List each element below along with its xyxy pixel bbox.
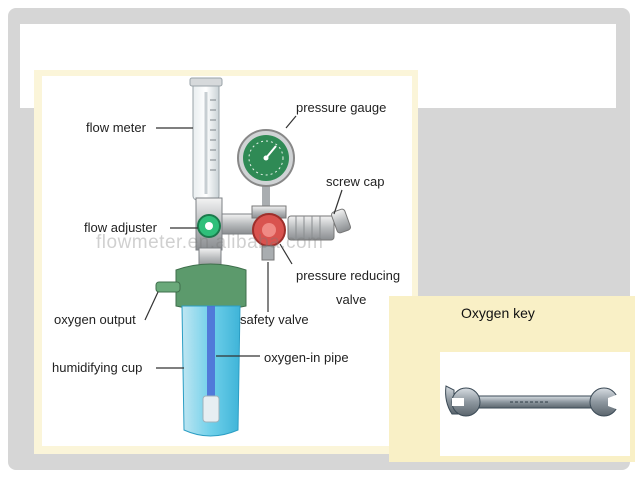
label-oxygen-in-pipe: oxygen-in pipe bbox=[264, 350, 349, 365]
safety-valve bbox=[261, 245, 275, 261]
regulator-diagram-panel bbox=[34, 70, 418, 454]
label-pressure-gauge: pressure gauge bbox=[296, 100, 387, 115]
humidifier-collar bbox=[175, 263, 247, 311]
label-flow-adjuster: flow adjuster bbox=[84, 220, 157, 235]
oxygen-key-image-area bbox=[440, 352, 630, 456]
label-pressure-reducing: pressure reducing bbox=[296, 268, 401, 283]
wrench-icon bbox=[445, 385, 624, 417]
label-screw-cap: screw cap bbox=[326, 174, 385, 189]
oxygen-in-pipe bbox=[207, 306, 215, 402]
label-oxygen-output: oxygen output bbox=[54, 312, 136, 327]
label-humidifying-cup: humidifying cup bbox=[52, 360, 143, 375]
watermark-text: flowmeter.en.alibaba.com bbox=[96, 232, 324, 253]
oxygen-key-panel: Oxygen key bbox=[389, 296, 635, 462]
label-flow-meter: flow meter bbox=[86, 120, 146, 135]
label-safety-valve: safety valve bbox=[240, 312, 309, 327]
screw-cap bbox=[287, 215, 335, 241]
oxygen-key-title: Oxygen key bbox=[461, 305, 535, 321]
label-valve: valve bbox=[336, 292, 367, 307]
